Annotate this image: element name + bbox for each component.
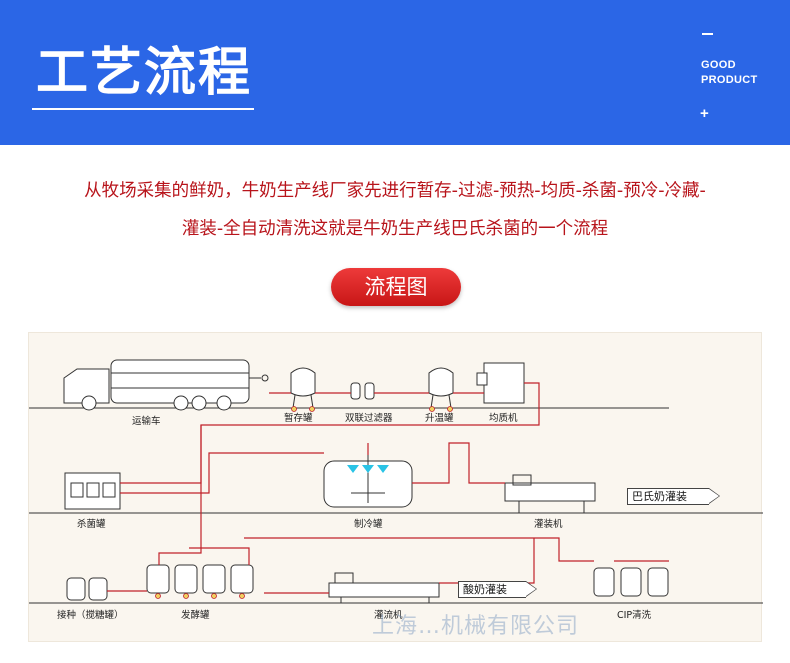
label-cooling-tank: 制冷罐: [354, 519, 383, 530]
process-flow-diagram: 运输车 暂存罐 双联过滤器 升温罐 均质机 杀菌罐 制冷罐 灌装机 接种（搅糖罐…: [28, 332, 763, 642]
process-description: 从牧场采集的鲜奶，牛奶生产线厂家先进行暂存-过滤-预热-均质-杀菌-预冷-冷藏-…: [30, 172, 760, 248]
label-yogurt-filling-machine: 灌流机: [374, 610, 403, 621]
label-duplex-filter: 双联过滤器: [345, 413, 393, 424]
title-underline: [32, 108, 254, 110]
label-filling-machine: 灌装机: [534, 519, 563, 530]
header-banner: 工艺流程 GOOD PRODUCT +: [0, 0, 790, 145]
label-fermentation: 发酵罐: [181, 610, 210, 621]
label-cip: CIP清洗: [617, 610, 652, 621]
label-sterilizer: 杀菌罐: [77, 519, 106, 530]
tag-line-2: PRODUCT: [701, 74, 758, 86]
label-heating-tank: 升温罐: [425, 413, 454, 424]
watermark: 上海…机械有限公司: [372, 614, 580, 639]
dash-decoration: [702, 33, 713, 35]
diagram-drawing: [29, 359, 763, 604]
tag-line-1: GOOD: [701, 59, 736, 71]
arrow-pasteurized-filling: 巴氏奶灌装: [627, 488, 720, 505]
arrow-yogurt-filling: 酸奶灌装: [458, 581, 537, 598]
label-homogenizer: 均质机: [489, 413, 518, 424]
description-line-1: 从牧场采集的鲜奶，牛奶生产线厂家先进行暂存-过滤-预热-均质-杀菌-预冷-冷藏-: [84, 181, 706, 201]
label-truck: 运输车: [132, 416, 161, 427]
label-storage-tank: 暂存罐: [284, 413, 313, 424]
label-inoculation: 接种（搅糖罐）: [57, 610, 124, 621]
description-line-2: 灌装-全自动清洗这就是牛奶生产线巴氏杀菌的一个流程: [181, 219, 609, 239]
page-title: 工艺流程: [36, 43, 253, 103]
plus-icon: +: [700, 105, 709, 122]
good-product-tag: GOOD PRODUCT: [701, 58, 781, 88]
flowchart-button[interactable]: 流程图: [331, 268, 461, 306]
